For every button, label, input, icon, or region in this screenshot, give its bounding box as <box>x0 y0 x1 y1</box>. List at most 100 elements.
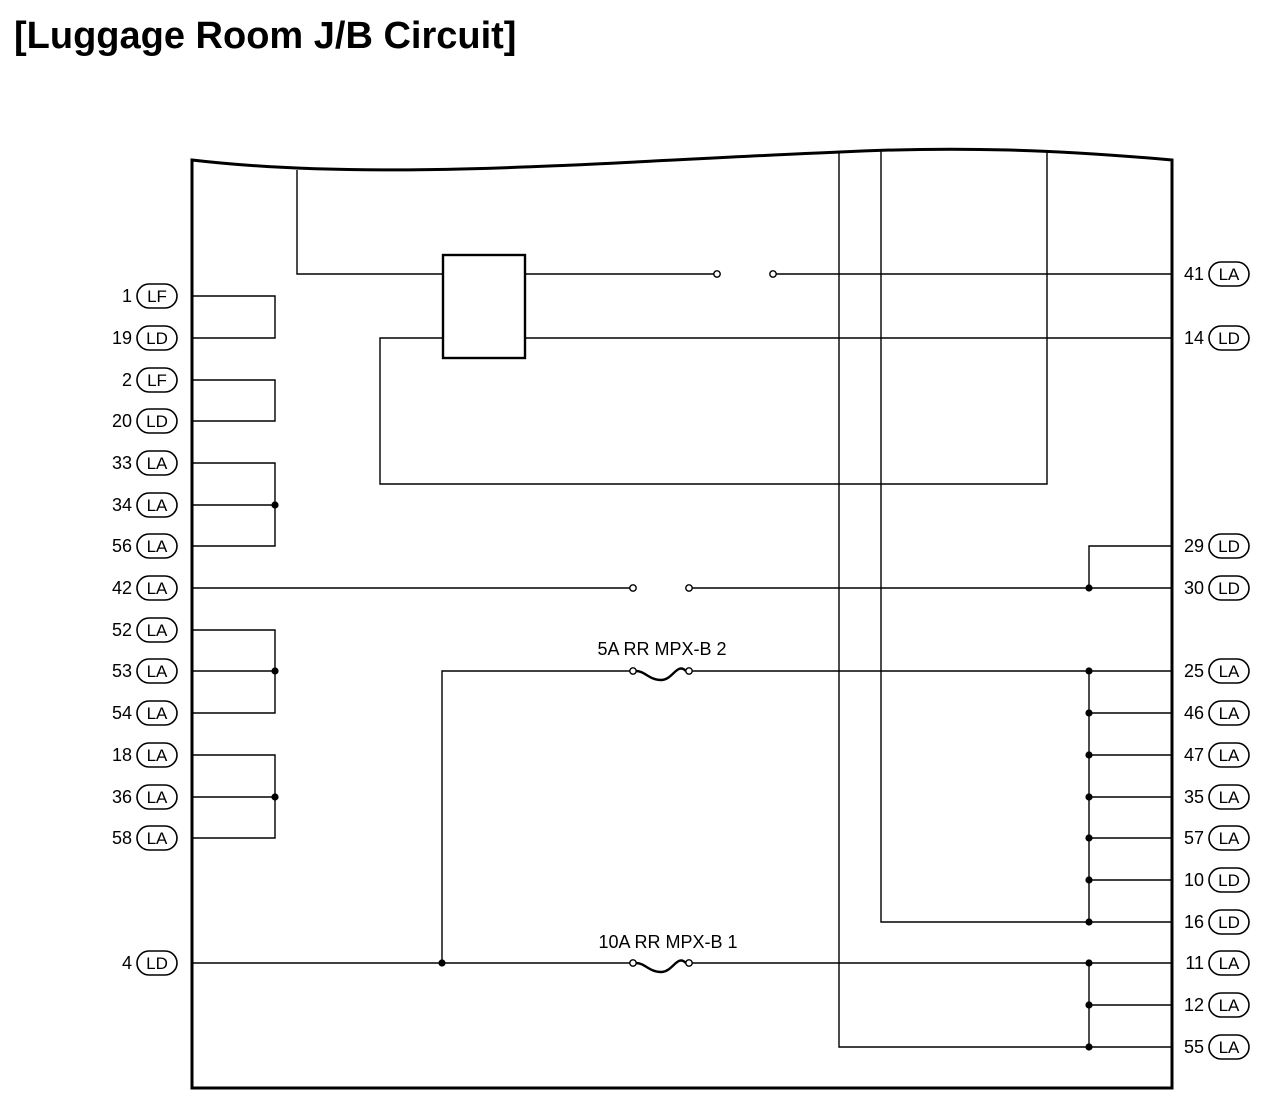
connector-badge <box>136 700 178 726</box>
connector-code: LA <box>1219 662 1240 681</box>
connector-badge <box>136 283 178 309</box>
terminal: LA 36 <box>112 784 178 810</box>
contact <box>685 667 693 675</box>
connector-code: LA <box>147 454 168 473</box>
junction-dot <box>1085 1001 1093 1009</box>
connector-code: LD <box>1218 871 1240 890</box>
connector-badge <box>136 408 178 434</box>
terminal: LA 57 <box>1184 825 1250 851</box>
pin-number: 19 <box>112 328 132 348</box>
wire-29 <box>1088 545 1172 588</box>
pin-number: 47 <box>1184 745 1204 765</box>
left-terminals: LF1LD19LF2LD20LA33LA34LA56LA42LA52LA53LA… <box>112 283 178 976</box>
connector-badge <box>136 658 178 684</box>
pin-number: 33 <box>112 453 132 473</box>
terminal: LA 12 <box>1184 992 1250 1018</box>
connector-code: LA <box>147 579 168 598</box>
pin-number: 53 <box>112 661 132 681</box>
contact <box>713 270 721 278</box>
connector-badge <box>1208 909 1250 935</box>
junction-dot <box>438 959 446 967</box>
pin-number: 36 <box>112 787 132 807</box>
connector-code: LA <box>147 829 168 848</box>
terminal: LA 35 <box>1184 784 1250 810</box>
connector-badge <box>136 742 178 768</box>
connector-code: LA <box>1219 829 1240 848</box>
pin-number: 12 <box>1184 995 1204 1015</box>
connector-badge <box>136 367 178 393</box>
pin-number: 34 <box>112 495 132 515</box>
contact <box>769 270 777 278</box>
connector-badge <box>1208 784 1250 810</box>
pin-number: 11 <box>1185 953 1204 973</box>
pin-number: 57 <box>1184 828 1204 848</box>
connector-badge <box>1208 575 1250 601</box>
connector-code: LA <box>1219 265 1240 284</box>
junction-dot <box>1085 584 1093 592</box>
terminal: LA 11 <box>1185 950 1250 976</box>
wire-feed-16 <box>880 150 1089 923</box>
contacts <box>629 270 777 967</box>
right-terminals: LA41LD14LD29LD30LA25LA46LA47LA35LA57LD10… <box>1184 261 1250 1060</box>
wire-relay-feed <box>296 170 443 275</box>
connector-badge <box>1208 325 1250 351</box>
connector-badge <box>136 617 178 643</box>
connector-badge <box>136 950 178 976</box>
connector-code: LA <box>1219 704 1240 723</box>
connector-code: LF <box>147 287 167 306</box>
junction-dot <box>1085 709 1093 717</box>
pin-number: 35 <box>1184 787 1204 807</box>
connector-badge <box>1208 950 1250 976</box>
fuse-10a-symbol <box>635 959 687 974</box>
terminal: LA 56 <box>112 533 178 559</box>
pin-number: 16 <box>1184 912 1204 932</box>
connector-badge <box>136 533 178 559</box>
connector-code: LA <box>147 537 168 556</box>
junction-dots <box>271 501 1093 1051</box>
junction-block-outline <box>190 147 1174 1090</box>
junction-dot <box>1085 876 1093 884</box>
pin-number: 54 <box>112 703 132 723</box>
connector-code: LA <box>1219 954 1240 973</box>
connector-badge <box>1208 867 1250 893</box>
junction-dot <box>1085 959 1093 967</box>
pin-number: 18 <box>112 745 132 765</box>
junction-dot <box>1085 1043 1093 1051</box>
connector-code: LA <box>1219 788 1240 807</box>
junction-dot <box>1085 918 1093 926</box>
connector-badge <box>1208 533 1250 559</box>
connector-code: LD <box>1218 913 1240 932</box>
pin-number: 56 <box>112 536 132 556</box>
connector-code: LA <box>1219 996 1240 1015</box>
connector-code: LD <box>1218 537 1240 556</box>
connector-code: LA <box>147 788 168 807</box>
connector-badge <box>136 325 178 351</box>
pin-number: 1 <box>122 286 132 306</box>
connector-code: LA <box>1219 1038 1240 1057</box>
connector-code: LD <box>1218 579 1240 598</box>
connector-badge <box>1208 1034 1250 1060</box>
pin-number: 4 <box>122 953 132 973</box>
diagram-title: [Luggage Room J/B Circuit] <box>14 15 517 57</box>
terminal: LF2 <box>122 367 178 393</box>
junction-dot <box>271 793 279 801</box>
pin-number: 2 <box>122 370 132 390</box>
pin-number: 14 <box>1184 328 1204 348</box>
pin-number: 52 <box>112 620 132 640</box>
terminal: LD4 <box>122 950 178 976</box>
fuse-label-5a: 5A RR MPX-B 2 <box>597 639 726 659</box>
connector-code: LA <box>147 662 168 681</box>
connector-badge <box>136 825 178 851</box>
terminal: LA 33 <box>112 450 178 476</box>
junction-dot <box>1085 834 1093 842</box>
connector-badge <box>136 784 178 810</box>
connector-badge <box>1208 825 1250 851</box>
pin-number: 42 <box>112 578 132 598</box>
terminal: LD 16 <box>1184 909 1250 935</box>
